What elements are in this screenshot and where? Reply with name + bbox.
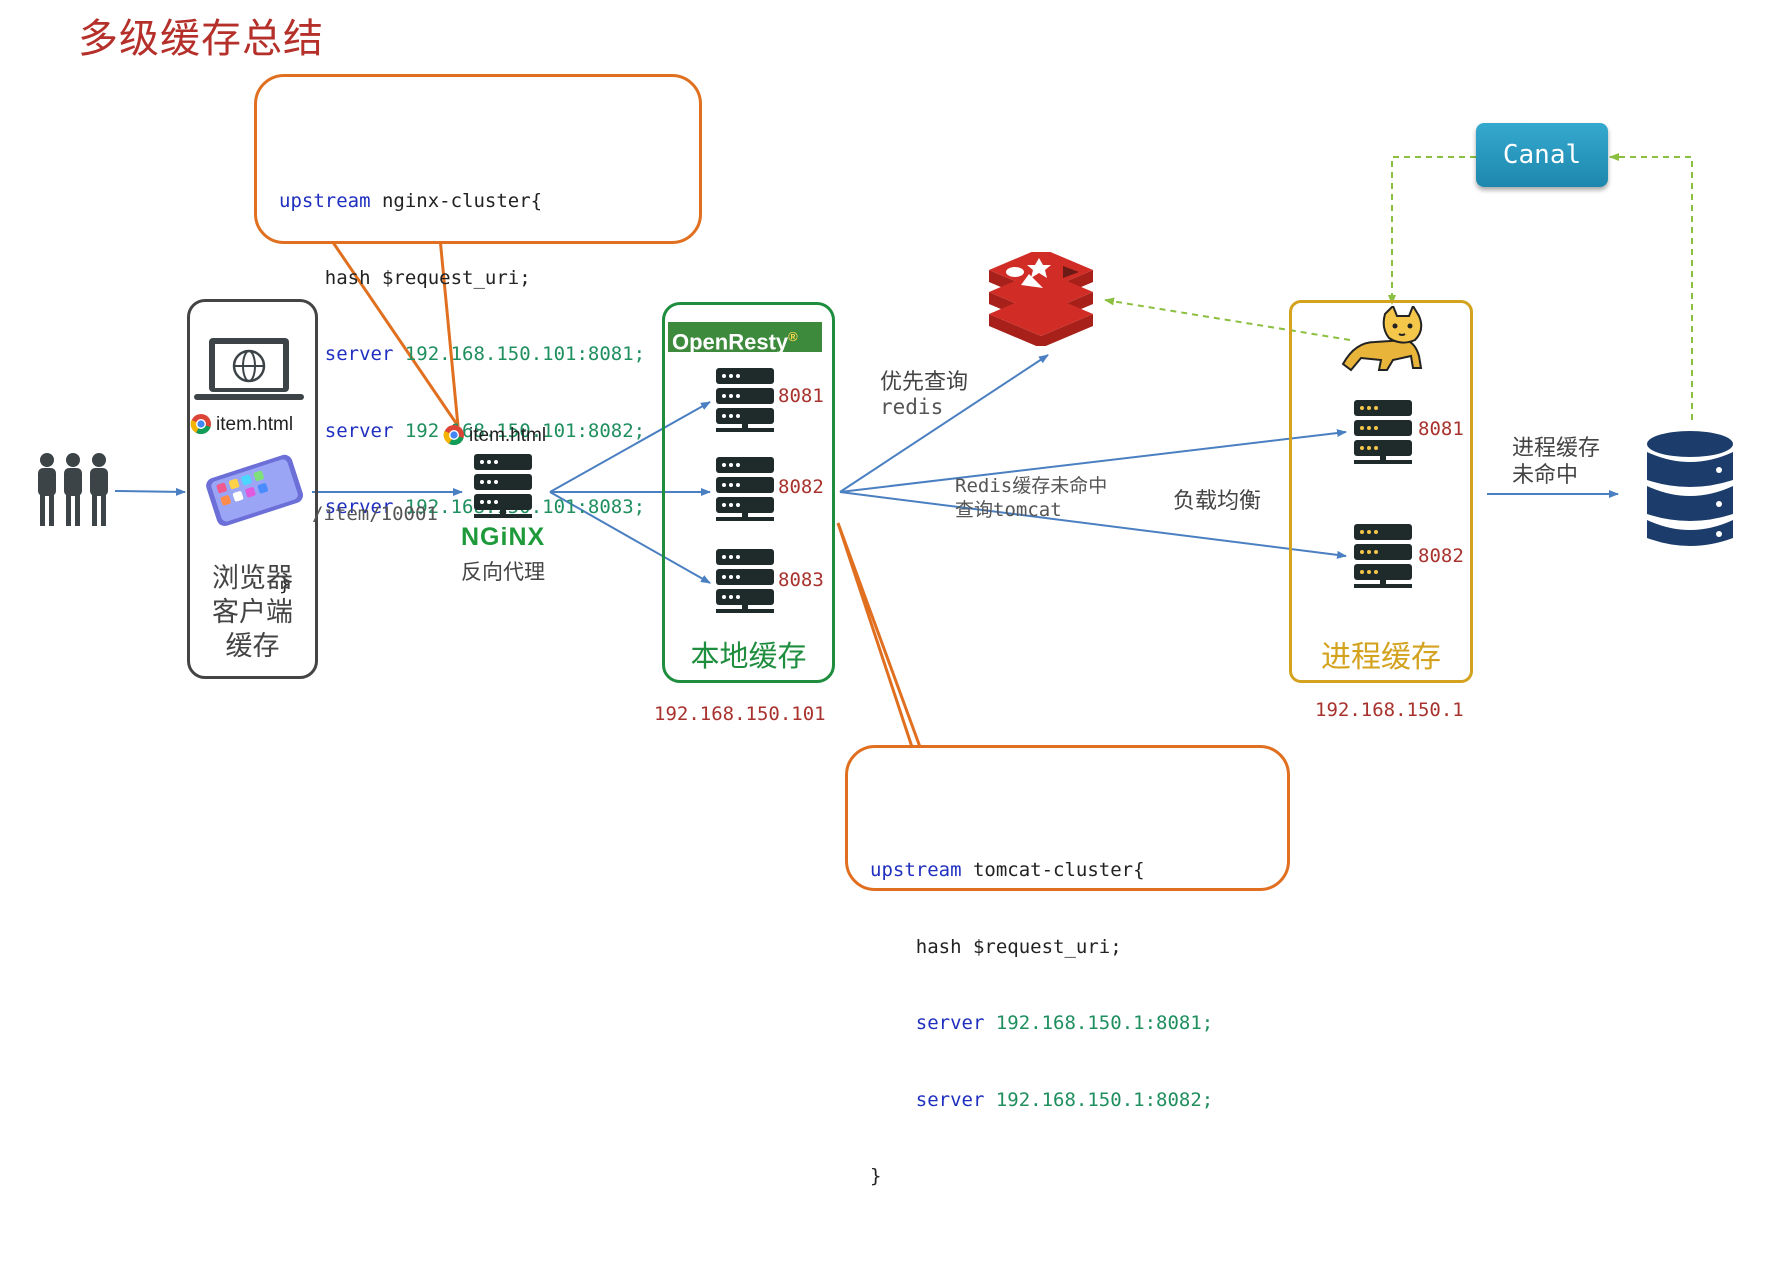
port-label: 8082 [1418, 545, 1464, 567]
chrome-icon [443, 425, 464, 446]
nginx-role-label: 反向代理 [461, 560, 545, 584]
arrow-nginx-8081 [549, 401, 711, 493]
query-tomcat-label: 查询tomcat [955, 499, 1062, 521]
nginx-server-icon [474, 454, 532, 518]
canal-box: Canal [1476, 123, 1608, 187]
code-line: upstream tomcat-cluster{ [870, 859, 1145, 881]
code-line: server 192.168.150.101:8081; [324, 343, 646, 365]
client-cache-label: 浏览器 客户端 缓存 [212, 563, 293, 662]
tomcat-upstream-code: upstream tomcat-cluster{ hash $request_u… [845, 745, 1290, 1187]
redis-miss-label: Redis缓存未命中 [955, 475, 1108, 497]
nginx-upstream-code: upstream nginx-cluster{ hash $request_ur… [254, 74, 702, 595]
arrow-openresty-tomcat-8081 [839, 429, 1347, 493]
database-icon [1647, 431, 1733, 546]
code-line: hash $request_uri; [870, 935, 1122, 958]
nginx-logo: NGiNX [461, 523, 546, 551]
load-balance-label: 负载均衡 [1173, 489, 1262, 514]
openresty-server-8082-icon [716, 457, 774, 521]
connectors-layer [114, 153, 1693, 748]
laptop-file-label: item.html [216, 414, 294, 435]
code-line: server 192.168.150.1:8081; [915, 1012, 1214, 1034]
nginx-file-label: item.html [469, 425, 547, 446]
code-line: } [279, 572, 291, 595]
tomcat-callout-tail [836, 522, 922, 748]
browser-client-box [187, 299, 318, 679]
arrow-openresty-redis [839, 354, 1049, 493]
tomcat-server-8082-icon [1354, 524, 1412, 588]
code-line: } [870, 1165, 882, 1187]
jvm-cache-label: 进程缓存 [1321, 640, 1441, 675]
dashed-canal-tomcat [1388, 156, 1476, 305]
tomcat-box [1289, 300, 1473, 683]
code-line: upstream nginx-cluster{ [279, 190, 543, 212]
tomcat-server-8081-icon [1354, 400, 1412, 464]
redis-first-label: 优先查询 [880, 370, 969, 395]
jvm-miss-label: 进程缓存 [1512, 436, 1601, 461]
dashed-db-canal [1609, 153, 1693, 420]
openresty-badge: OpenResty® [668, 322, 822, 354]
code-line: server 192.168.150.1:8082; [915, 1088, 1214, 1111]
openresty-box [662, 302, 835, 683]
code-line: server 192.168.150.101:8082; [324, 419, 646, 442]
users-icon [38, 453, 108, 526]
redis-icon [989, 252, 1093, 346]
tomcat-ip-label: 192.168.150.1 [1315, 699, 1464, 721]
port-label: 8081 [778, 385, 824, 407]
port-label: 8081 [1418, 418, 1464, 440]
port-label: 8083 [778, 569, 824, 591]
chrome-icon [190, 414, 211, 435]
openresty-ip-label: 192.168.150.101 [654, 703, 826, 725]
laptop-icon [194, 338, 304, 400]
openresty-server-8083-icon [716, 549, 774, 613]
page-title: 多级缓存总结 [78, 16, 324, 62]
tomcat-cat-icon [1341, 306, 1423, 372]
redis-first-label-2: redis [880, 395, 944, 419]
jvm-miss-label-2: 未命中 [1512, 463, 1579, 488]
code-line: hash $request_uri; [279, 266, 531, 289]
arrow-openresty-tomcat-8082 [839, 491, 1347, 559]
port-label: 8082 [778, 476, 824, 498]
dashed-tomcat-redis [1104, 297, 1351, 341]
arrow-nginx-8083 [549, 491, 711, 584]
openresty-server-8081-icon [716, 368, 774, 432]
phone-icon [206, 454, 304, 527]
arrow-users-client [114, 487, 186, 496]
request-path-label: /item/10001 [312, 503, 438, 525]
local-cache-label: 本地缓存 [690, 639, 807, 673]
